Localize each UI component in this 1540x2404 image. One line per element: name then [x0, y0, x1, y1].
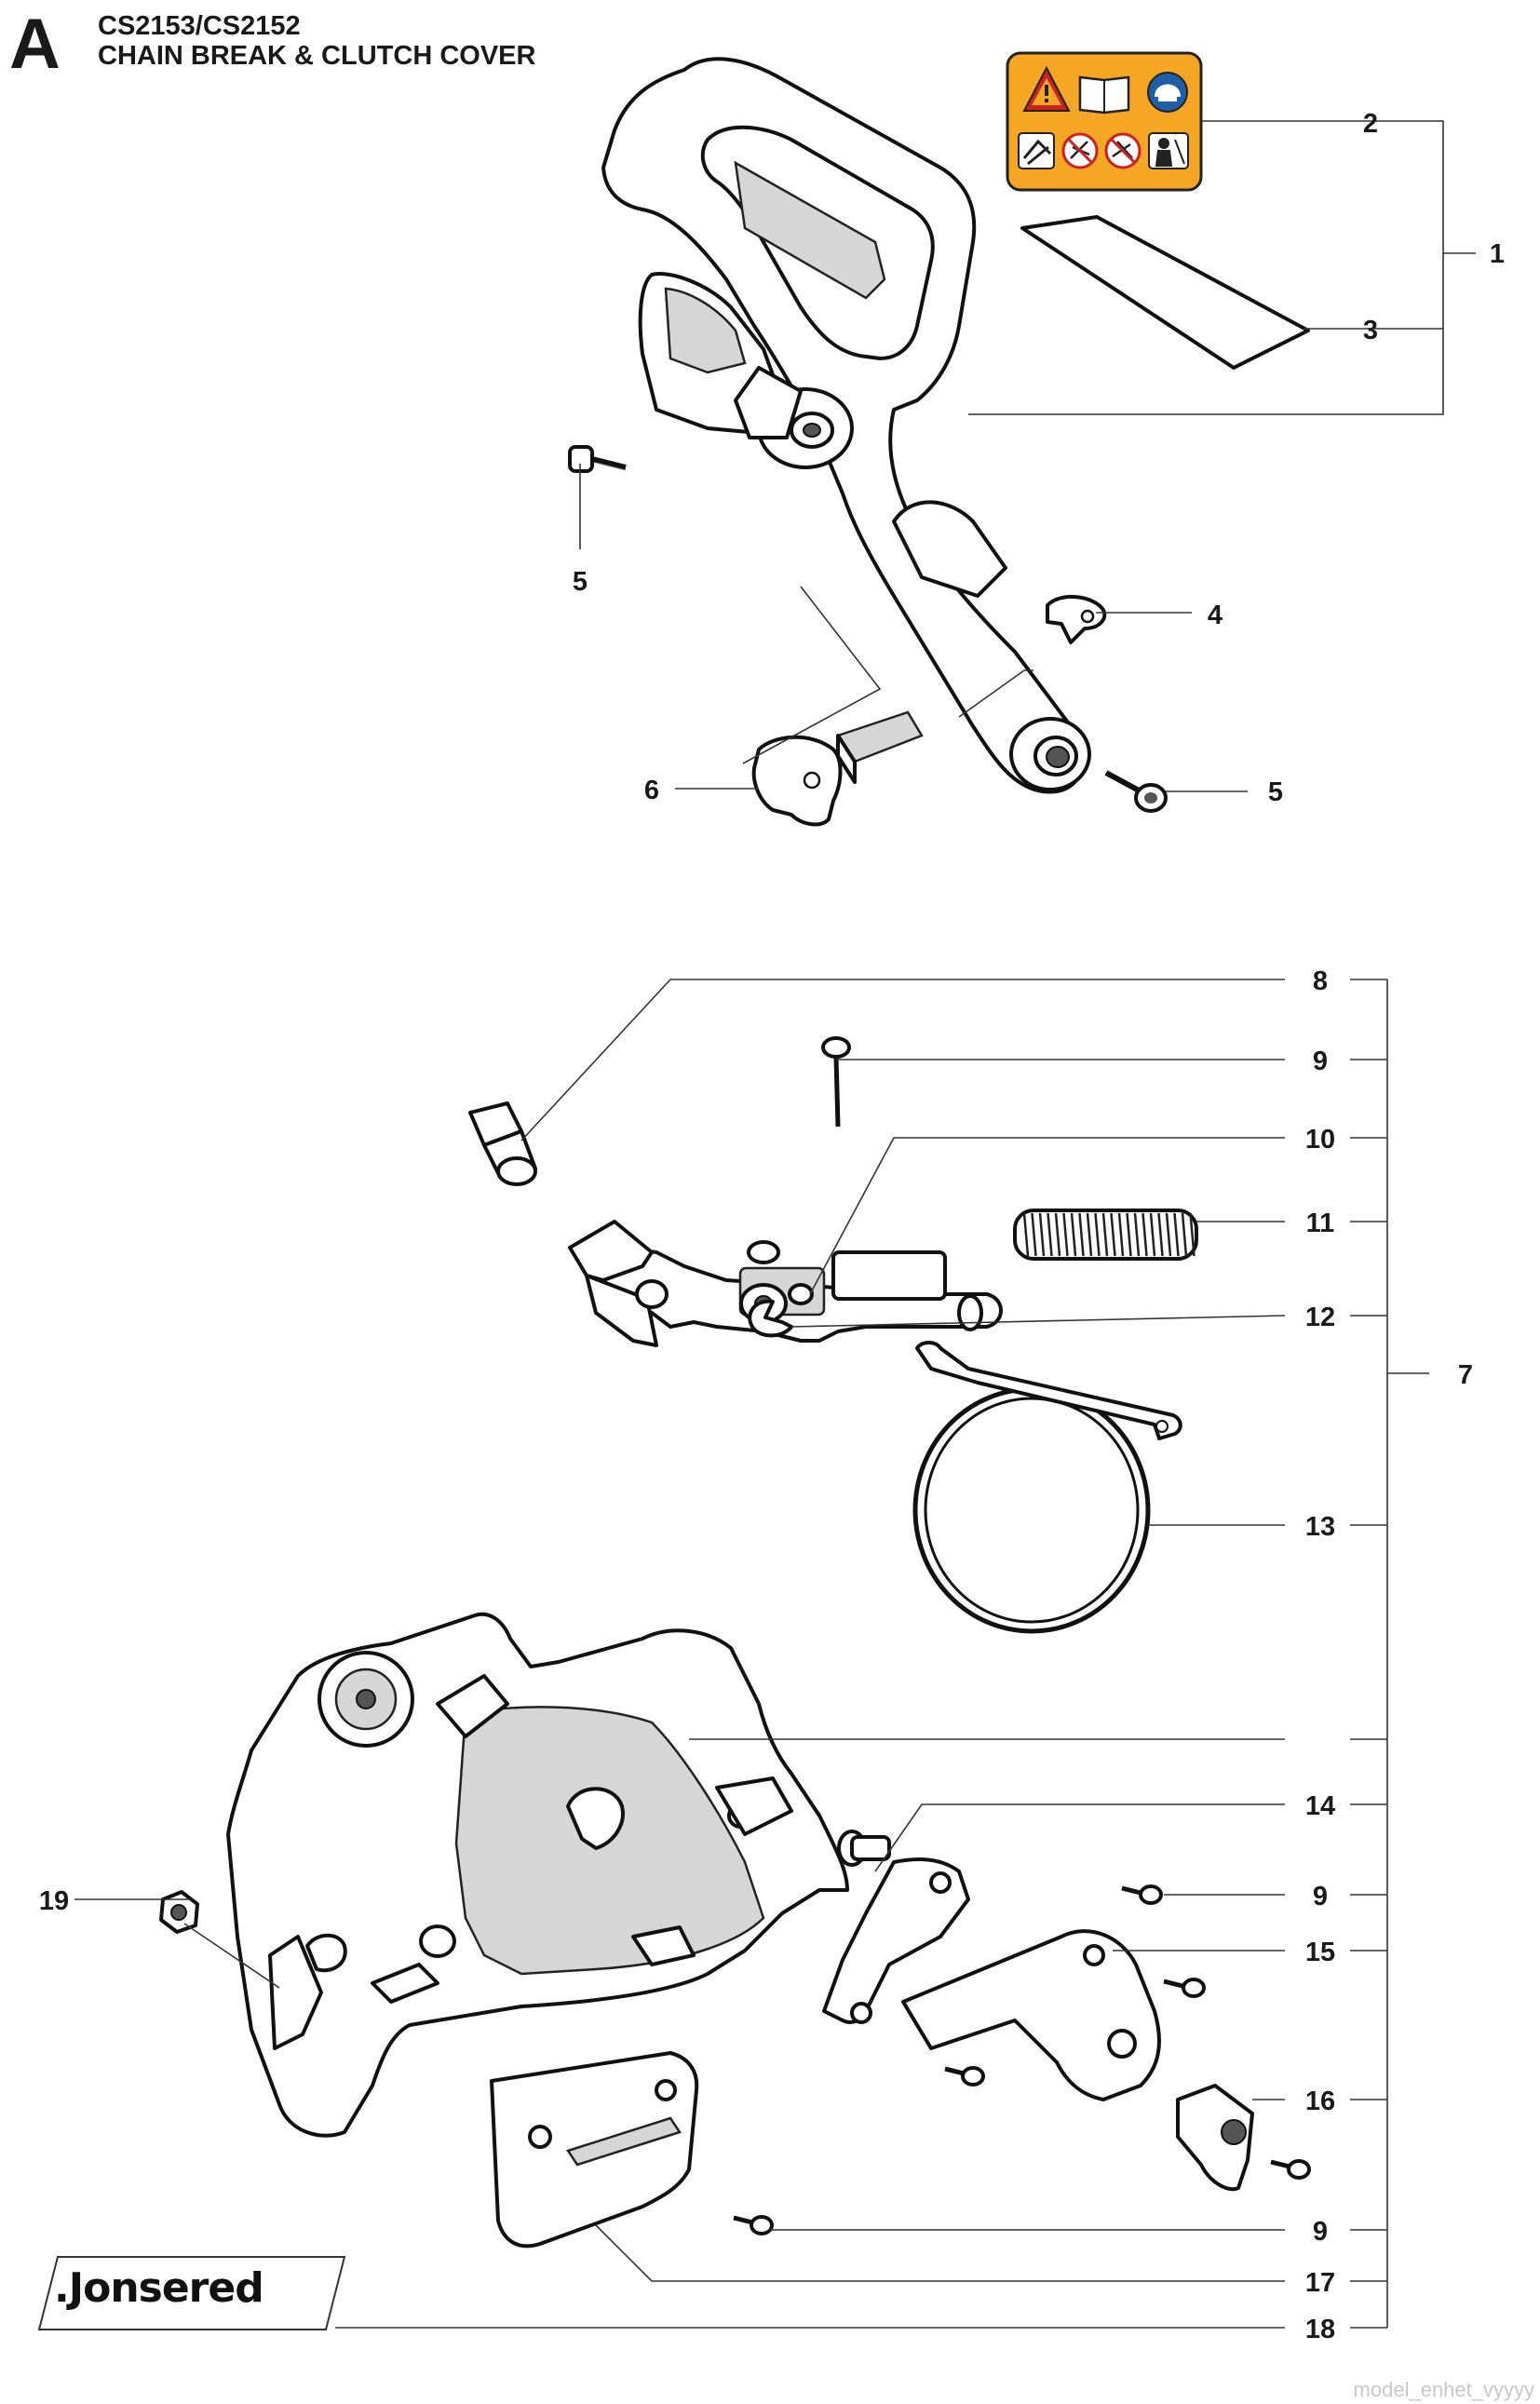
spring-coil — [1022, 1212, 1030, 1257]
two-hand-grip-icon — [1018, 132, 1055, 169]
spring-coil — [1141, 1212, 1148, 1257]
callout-17: 17 — [1305, 2268, 1335, 2298]
spring-coil — [1094, 1212, 1101, 1257]
callout-11: 11 — [1306, 1209, 1335, 1238]
brand-logo: .Jonsered — [54, 2264, 264, 2312]
clutch-cover-plate — [822, 1857, 970, 2024]
leader-lines — [74, 120, 1476, 2329]
spring-coil — [1110, 1212, 1116, 1257]
small-screws-9 — [733, 1884, 1311, 2235]
spring-coil — [1181, 1212, 1188, 1257]
screw-upper-left — [568, 445, 627, 473]
watermark: model_enhet_vyyyy — [1353, 2378, 1534, 2401]
no-kickback-icon — [1104, 132, 1141, 169]
nut-19 — [159, 1890, 199, 1934]
spring-coil — [1173, 1212, 1180, 1257]
spring-coils — [1022, 1212, 1196, 1257]
screw-lower-right — [1104, 770, 1168, 813]
protective-helmet-icon — [1147, 72, 1188, 113]
callout-18: 18 — [1305, 2315, 1335, 2344]
spring-retainer — [468, 1101, 537, 1186]
chain-catcher-16 — [1176, 2084, 1254, 2192]
title-block: CS2153/CS2152 CHAIN BREAK & CLUTCH COVER — [98, 11, 535, 72]
clutch-cover — [226, 1612, 849, 2138]
spring-coil — [1054, 1212, 1061, 1257]
callout-14: 14 — [1305, 1791, 1335, 1821]
spring-coil — [1038, 1212, 1046, 1257]
spring-coil — [1078, 1212, 1085, 1257]
callout-16: 16 — [1305, 2087, 1335, 2116]
spring-coil — [1149, 1212, 1156, 1257]
callout-5a: 5 — [573, 567, 588, 597]
manual-book-icon — [1078, 75, 1130, 115]
spring-coil — [1117, 1212, 1125, 1257]
section-letter: A — [9, 5, 61, 84]
callout-9b: 9 — [1313, 1882, 1328, 1911]
brake-band — [912, 1341, 1182, 1634]
spring-coil — [1133, 1212, 1141, 1257]
callout-1: 1 — [1490, 239, 1505, 269]
retaining-washer — [1046, 594, 1107, 644]
callout-2: 2 — [1363, 109, 1378, 139]
bolt-14 — [837, 1830, 891, 1867]
spring-coil — [1031, 1212, 1037, 1257]
callout-5b: 5 — [1268, 777, 1283, 807]
callout-19: 19 — [39, 1886, 69, 1916]
e-clip — [748, 1299, 793, 1338]
brake-spring — [1013, 1209, 1198, 1261]
logo-frame — [37, 2256, 346, 2330]
spring-coil — [1165, 1212, 1172, 1257]
warning-decal — [1006, 51, 1203, 192]
guide-plate-15 — [901, 1929, 1161, 2101]
diagram-title: CHAIN BREAK & CLUTCH COVER — [98, 41, 536, 72]
callout-12: 12 — [1305, 1303, 1335, 1332]
spring-coil — [1189, 1212, 1196, 1257]
guide-bar-plate-17 — [490, 2051, 699, 2249]
warning-triangle-icon — [1022, 65, 1071, 112]
model-line: CS2153/CS2152 — [98, 11, 301, 41]
callout-9c: 9 — [1313, 2217, 1328, 2247]
spring-coil — [1157, 1212, 1164, 1257]
decal-plate — [1020, 215, 1310, 370]
callout-9a: 9 — [1313, 1047, 1328, 1076]
callout-15: 15 — [1305, 1938, 1335, 1967]
callout-10: 10 — [1305, 1125, 1335, 1155]
screw-9-top — [821, 1036, 851, 1128]
callout-6: 6 — [644, 776, 659, 805]
callout-4: 4 — [1208, 601, 1223, 630]
spring-washer-and-pin — [751, 710, 924, 827]
no-one-hand-icon — [1061, 132, 1099, 169]
brake-lever-assembly — [568, 1220, 1003, 1347]
spring-coil — [1070, 1212, 1077, 1257]
spring-coil — [1062, 1212, 1069, 1257]
front-hand-guard — [601, 57, 1091, 794]
callout-3: 3 — [1363, 316, 1378, 345]
callout-8: 8 — [1313, 966, 1328, 996]
spring-coil — [1086, 1212, 1093, 1257]
spring-coil — [1047, 1212, 1053, 1257]
callout-13: 13 — [1305, 1512, 1335, 1542]
protective-gear-icon — [1148, 132, 1189, 169]
spring-coil — [1126, 1212, 1132, 1257]
callouts: 1 2 3 4 5 5 6 7 8 9 10 11 12 13 14 9 15 … — [39, 109, 1505, 2344]
spring-coil — [1101, 1212, 1109, 1257]
callout-7: 7 — [1458, 1360, 1473, 1390]
